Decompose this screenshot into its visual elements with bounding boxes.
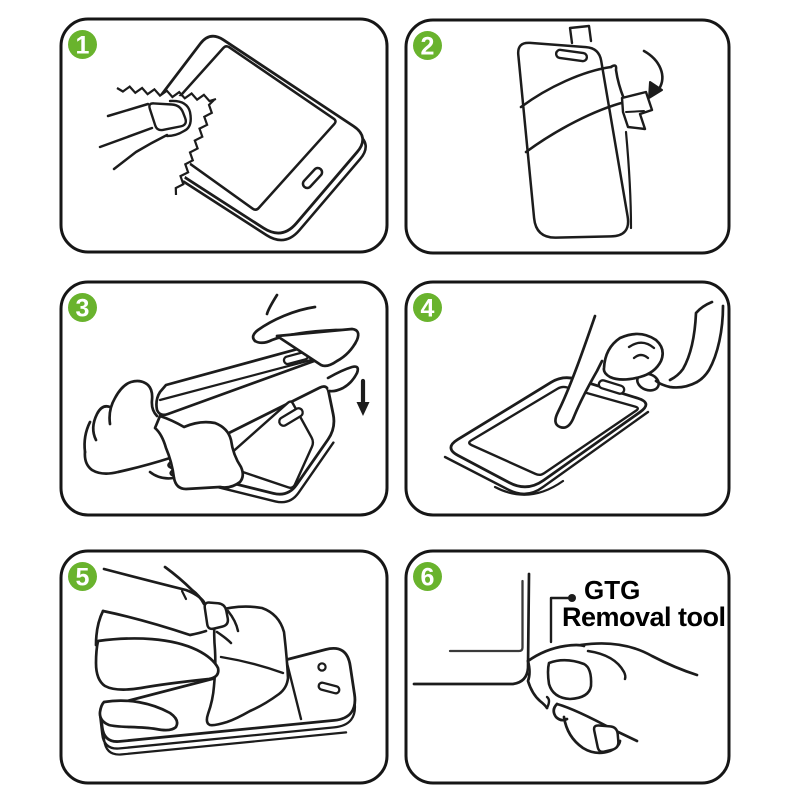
svg-text:3: 3 <box>76 295 90 323</box>
svg-text:5: 5 <box>76 564 90 592</box>
svg-text:1: 1 <box>76 32 90 60</box>
svg-text:4: 4 <box>421 295 435 323</box>
svg-text:2: 2 <box>421 33 435 61</box>
svg-text:6: 6 <box>421 564 435 592</box>
svg-text:Removal tool: Removal tool <box>562 602 726 632</box>
svg-text:GTG: GTG <box>584 575 640 605</box>
